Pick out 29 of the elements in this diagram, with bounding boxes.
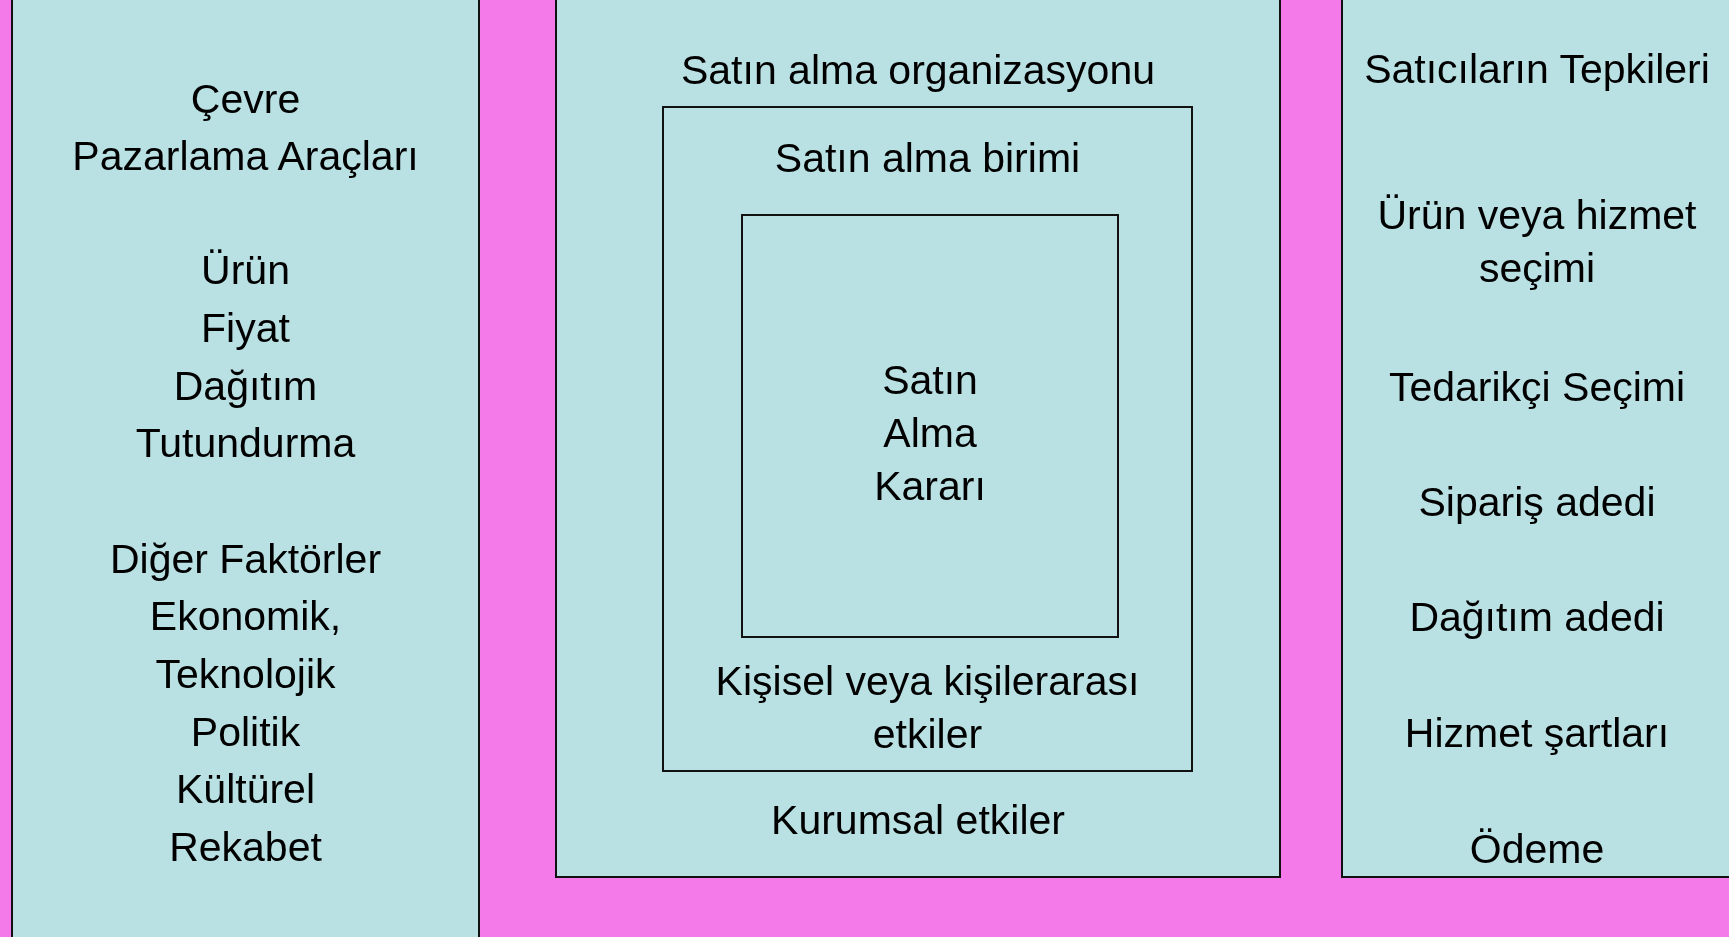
box-text: Satın alma organizasyonu [679,45,1157,95]
box-text: Ürün veya hizmet seçimi [1376,191,1698,293]
box-text: Kurumsal etkiler [770,795,1066,845]
box-text: Satın Alma Kararı [873,355,987,511]
box-text: Kişisel veya kişilerarası etkiler [714,657,1141,759]
box-text: Ekonomik, [148,591,343,641]
box-text: Diğer Faktörler [108,534,383,584]
box-text: Ürün [200,245,291,295]
box-text: Tutundurma [134,418,357,468]
box-text: Satın alma birimi [773,133,1082,183]
box-text: Pazarlama Araçları [71,131,420,181]
box-text: Dağıtım adedi [1408,592,1666,642]
box-text: Rekabet [168,822,323,872]
box-text: Kültürel [175,764,316,814]
box-text: Hizmet şartları [1403,708,1671,758]
box-text: Fiyat [200,303,291,353]
box-text: Teknolojik [154,649,337,699]
box-text: Çevre [189,74,302,124]
panel-box [1341,0,1729,878]
panel-box [11,0,480,937]
box-text: Politik [189,707,302,757]
inner-box [741,214,1119,638]
box-text: Ödeme [1468,824,1606,874]
box-text: Dağıtım [172,361,319,411]
box-text: Tedarikçi Seçimi [1387,362,1687,412]
box-text: Satıcıların Tepkileri [1363,44,1711,94]
inner-box [662,106,1193,772]
panel-box [555,0,1281,878]
box-text: Sipariş adedi [1417,477,1657,527]
